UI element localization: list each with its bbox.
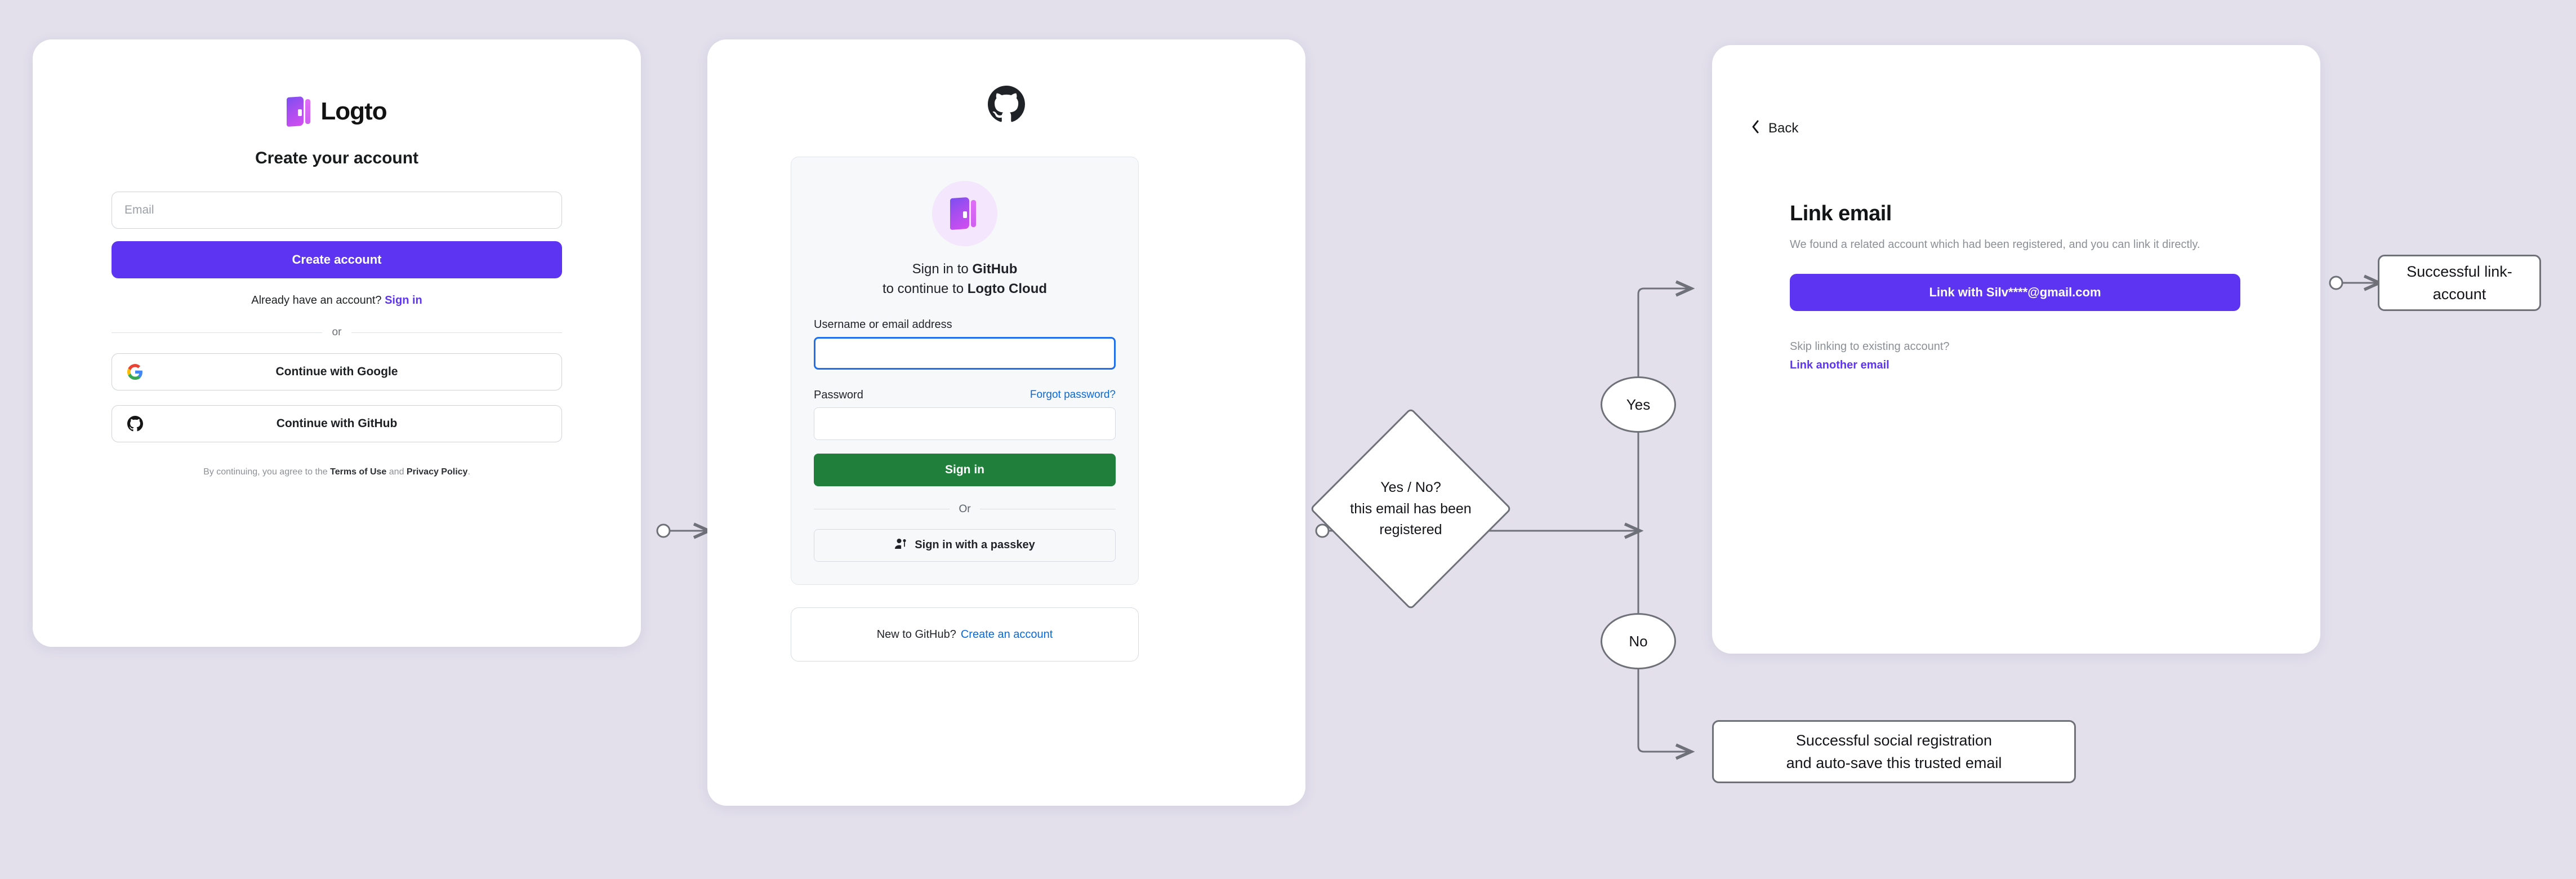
link-email-card: Back Link email We found a related accou… [1712, 45, 2320, 654]
decision-text: Yes / No? this email has been registered [1310, 477, 1512, 541]
logto-brand: Logto [112, 96, 562, 127]
link-email-description: We found a related account which had bee… [1790, 238, 2200, 251]
divider-label: Or [959, 503, 971, 515]
headline-prefix-2: to continue to [882, 281, 968, 296]
github-mark-icon [988, 86, 1025, 126]
github-headline: Sign in to GitHub to continue to Logto C… [814, 260, 1116, 299]
decision-line-2: this email has been [1350, 500, 1472, 517]
legal-and: and [386, 467, 407, 477]
link-with-email-button[interactable]: Link with Silv****@gmail.com [1790, 274, 2240, 311]
logto-door-icon [287, 96, 313, 127]
sign-in-button[interactable]: Sign in [814, 453, 1116, 486]
outcome-successful-social-registration: Successful social registration and auto-… [1712, 720, 2076, 783]
google-icon [127, 363, 144, 380]
legal-suffix: . [467, 467, 470, 477]
continue-with-github-button[interactable]: Continue with GitHub [112, 405, 562, 442]
password-label: Password [814, 388, 863, 401]
continue-with-google-label: Continue with Google [275, 365, 398, 378]
username-input[interactable] [814, 336, 1116, 370]
decision-node-email-registered: Yes / No? this email has been registered [1309, 407, 1512, 610]
back-button[interactable]: Back [1750, 119, 1798, 137]
forgot-password-link[interactable]: Forgot password? [1029, 389, 1116, 401]
link-email-title: Link email [1790, 202, 1892, 225]
headline-strong-2: Logto Cloud [967, 281, 1048, 296]
new-to-github-box: New to GitHub? Create an account [791, 607, 1139, 662]
skip-linking-question: Skip linking to existing account? [1790, 340, 1950, 353]
email-input[interactable]: Email [112, 192, 562, 229]
back-label: Back [1768, 120, 1799, 136]
github-signin-card: Sign in to GitHub to continue to Logto C… [707, 39, 1305, 806]
terms-of-use-link[interactable]: Terms of Use [330, 467, 387, 477]
divider-label: or [332, 326, 342, 338]
github-icon [127, 415, 144, 432]
divider-line-left [112, 332, 322, 333]
new-to-github-label: New to GitHub? [876, 628, 956, 641]
chevron-left-icon [1750, 119, 1761, 137]
already-have-account-label: Already have an account? [251, 294, 382, 307]
outcome-no-line-2: and auto-save this trusted email [1786, 754, 2002, 771]
passkey-label: Sign in with a passkey [915, 539, 1035, 552]
branch-no-node: No [1601, 613, 1676, 669]
headline-strong-1: GitHub [972, 261, 1018, 277]
link-another-email-link[interactable]: Link another email [1790, 359, 1889, 371]
outcome-successful-link-account: Successful link-account [2378, 255, 2541, 311]
sign-in-with-passkey-button[interactable]: Sign in with a passkey [814, 529, 1116, 562]
password-input[interactable] [814, 407, 1116, 440]
already-have-account-row: Already have an account? Sign in [112, 294, 562, 307]
outcome-no-line-1: Successful social registration [1795, 731, 1993, 749]
github-or-divider: Or [814, 503, 1116, 516]
create-an-account-link[interactable]: Create an account [960, 628, 1053, 641]
or-divider: or [112, 326, 562, 339]
continue-with-google-button[interactable]: Continue with Google [112, 353, 562, 390]
decision-line-1: Yes / No? [1380, 479, 1441, 495]
email-placeholder: Email [124, 203, 154, 216]
branch-yes-node: Yes [1601, 376, 1676, 433]
logto-wordmark: Logto [320, 97, 387, 125]
privacy-policy-link[interactable]: Privacy Policy [406, 467, 468, 477]
legal-prefix: By continuing, you agree to the [203, 467, 331, 477]
passkey-person-key-icon [894, 537, 908, 554]
logto-app-avatar [932, 181, 997, 246]
headline-prefix-1: Sign in to [912, 261, 973, 277]
logto-door-icon [950, 197, 979, 230]
divider-line-right [351, 332, 562, 333]
sign-in-link[interactable]: Sign in [385, 294, 422, 307]
page-title: Create your account [255, 149, 419, 167]
continue-with-github-label: Continue with GitHub [276, 417, 398, 430]
logto-signup-card: Logto Create your account Email Create a… [33, 39, 641, 647]
password-row: Password Forgot password? [814, 389, 1116, 402]
decision-line-3: registered [1379, 521, 1442, 538]
github-signin-form: Sign in to GitHub to continue to Logto C… [791, 157, 1139, 585]
legal-footer: By continuing, you agree to the Terms of… [112, 467, 562, 477]
username-label: Username or email address [814, 318, 952, 331]
create-account-button[interactable]: Create account [112, 241, 562, 278]
